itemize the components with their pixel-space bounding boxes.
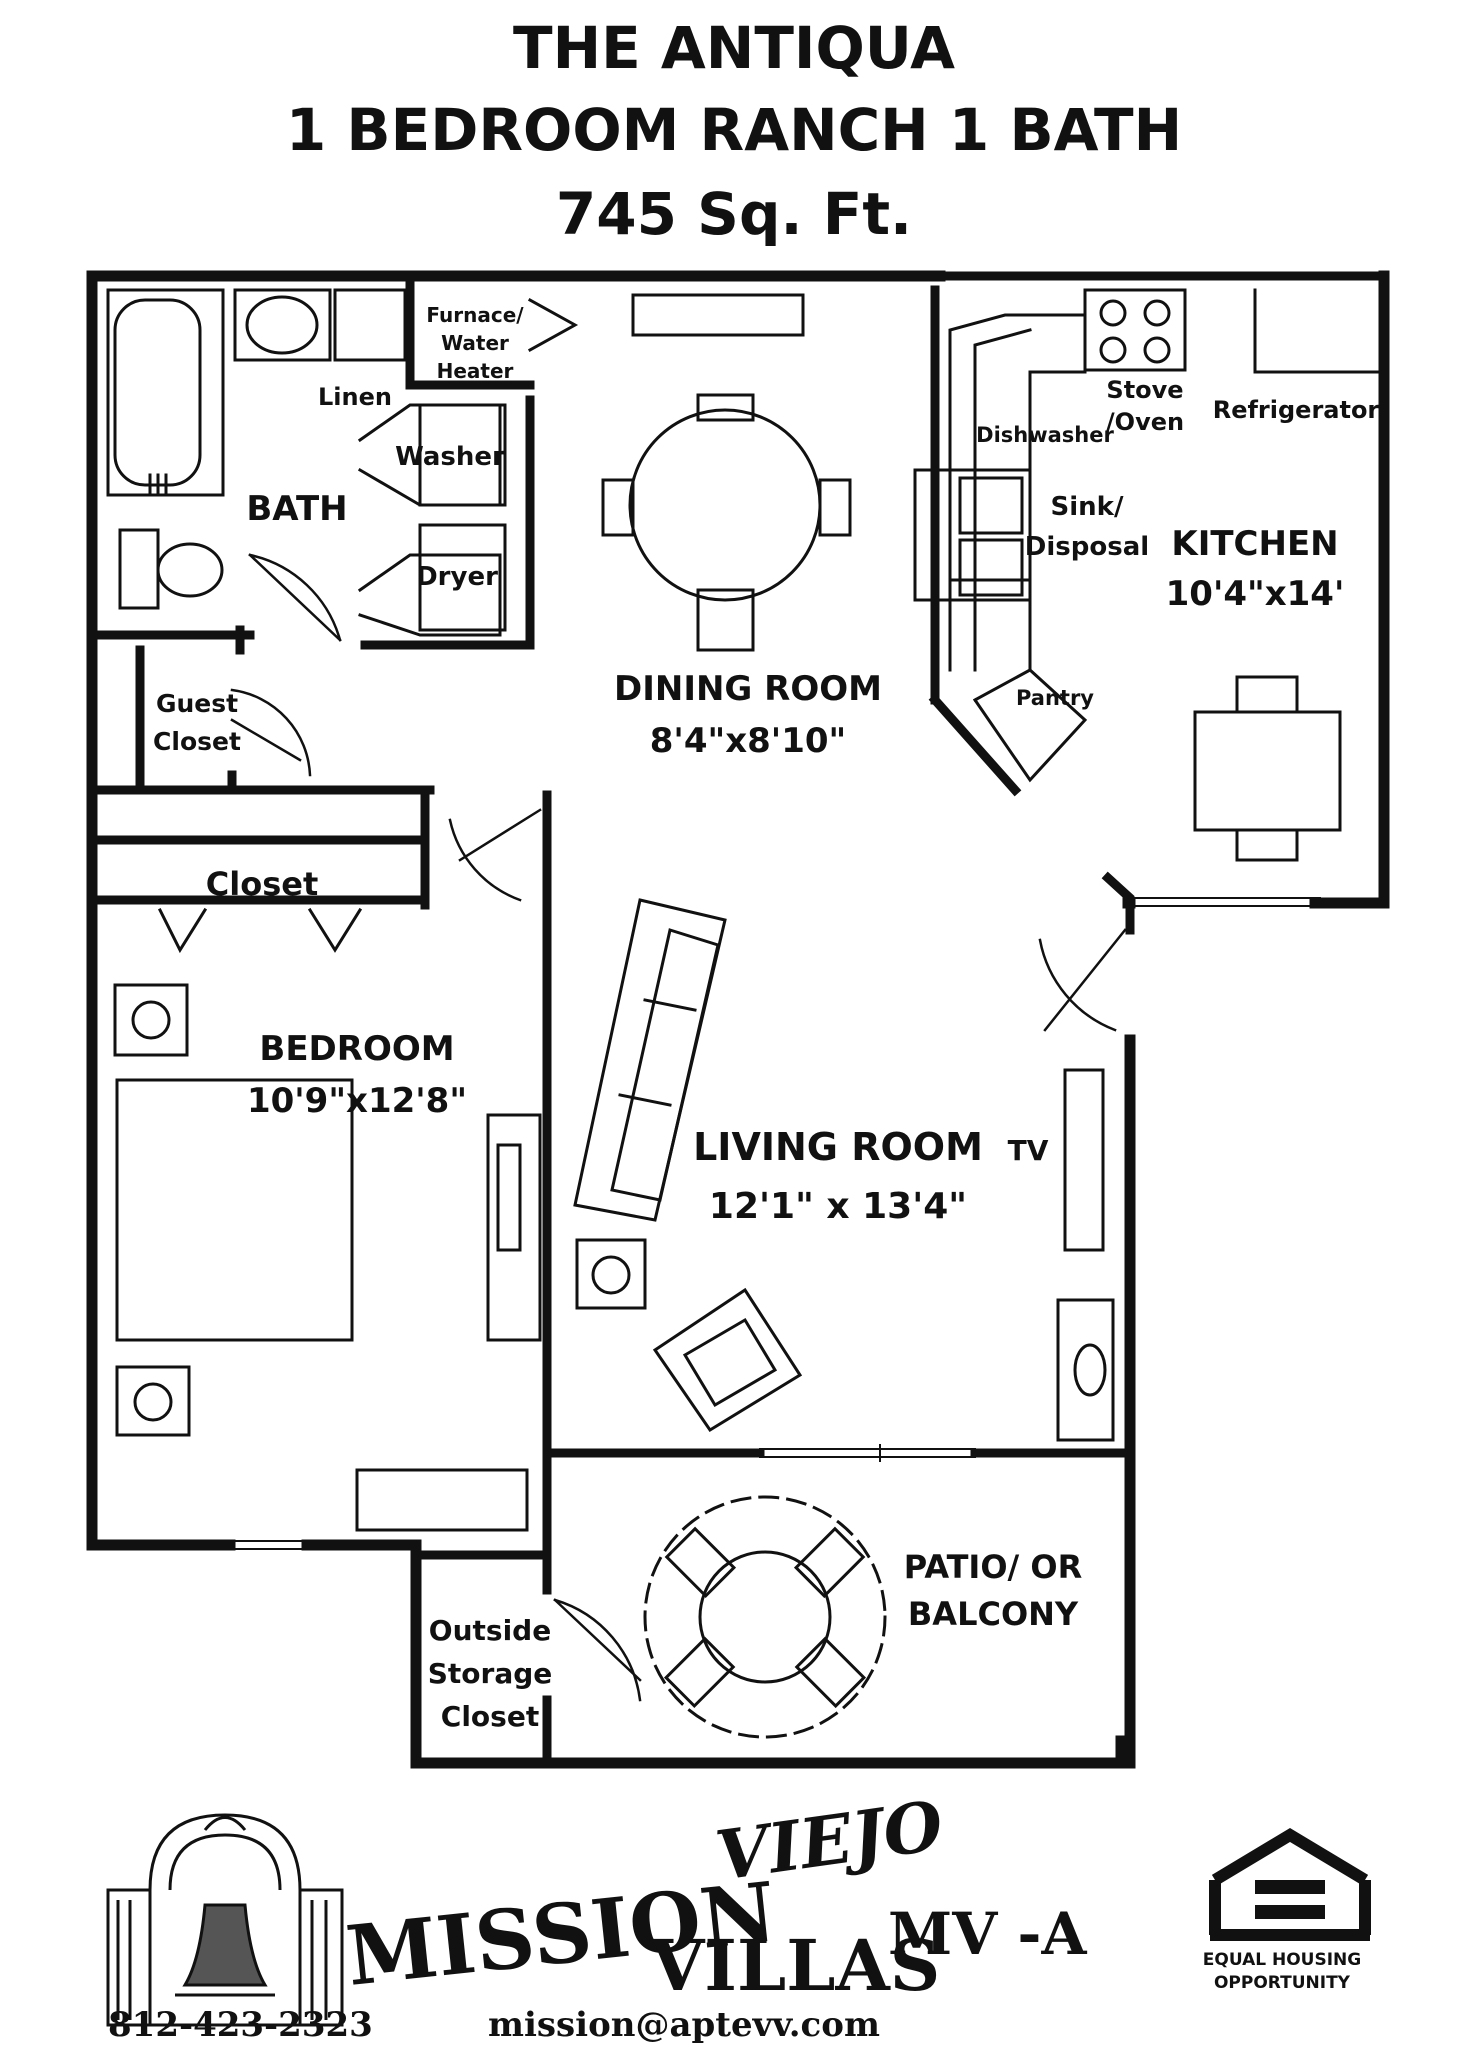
dishwasher-label: Dishwasher [976,423,1114,447]
plan-title: THE ANTIQUA [513,14,955,82]
furnace-label-2: Water [441,331,509,355]
equal-housing-icon [1209,1828,1371,1941]
guest-closet-label-1: Guest [156,689,238,718]
plan-area: 745 Sq. Ft. [555,180,913,248]
unit-code: MV -A [888,1900,1087,1968]
furnace-label-1: Furnace/ [426,303,524,327]
sink-label-2: Disposal [1025,532,1149,562]
equal-housing-line-2: OPPORTUNITY [1214,1973,1351,1993]
storage-label-1: Outside [429,1614,551,1647]
dining-size-label: 8'4"x8'10" [650,721,846,761]
email-address: mission@aptevv.com [488,2005,880,2045]
living-room-furniture [573,898,1115,1442]
washer-label: Washer [395,442,505,472]
linen-label: Linen [318,383,392,411]
kitchen-label: KITCHEN [1171,524,1338,564]
stove-label-1: Stove [1106,376,1183,404]
patio-table [643,1495,887,1739]
patio-label-2: BALCONY [908,1595,1079,1633]
kitchen-fixtures [913,288,1386,862]
dining-table [601,293,852,652]
dining-label: DINING ROOM [614,669,882,709]
bedroom-size-label: 10'9"x12'8" [247,1081,467,1121]
bath-label: BATH [246,489,347,529]
sink-label-1: Sink/ [1051,492,1124,522]
refrigerator-label: Refrigerator [1213,396,1380,424]
pantry-label: Pantry [1016,686,1094,710]
bedroom-label: BEDROOM [259,1029,454,1069]
dryer-label: Dryer [416,562,498,592]
room-labels: BATH Linen Furnace/ Water Heater Washer … [153,303,1379,1733]
mission-bell-logo [106,1813,344,2027]
furnace-label-3: Heater [437,359,514,383]
door-swings [230,553,1127,1702]
stove-label-2: /Oven [1106,408,1184,436]
storage-label-3: Closet [441,1700,539,1733]
bedroom-furniture [113,907,542,1532]
living-label: LIVING ROOM [693,1125,983,1169]
plan-subtitle: 1 BEDROOM RANCH 1 BATH [285,96,1183,164]
patio-label-1: PATIO/ OR [904,1548,1082,1586]
equal-housing-line-1: EQUAL HOUSING [1203,1950,1362,1970]
kitchen-size-label: 10'4"x14' [1166,574,1345,614]
storage-label-2: Storage [428,1657,553,1690]
phone-number: 812-423-2323 [108,2005,373,2045]
living-size-label: 12'1" x 13'4" [709,1186,967,1227]
interior-walls [87,271,1389,1768]
tv-label: TV [1008,1134,1049,1167]
closet-label: Closet [206,865,318,903]
guest-closet-label-2: Closet [153,727,241,756]
bath-fixtures [106,288,579,637]
brand-villas: VILLAS [649,1924,940,2007]
exterior-walls [86,270,1390,1769]
